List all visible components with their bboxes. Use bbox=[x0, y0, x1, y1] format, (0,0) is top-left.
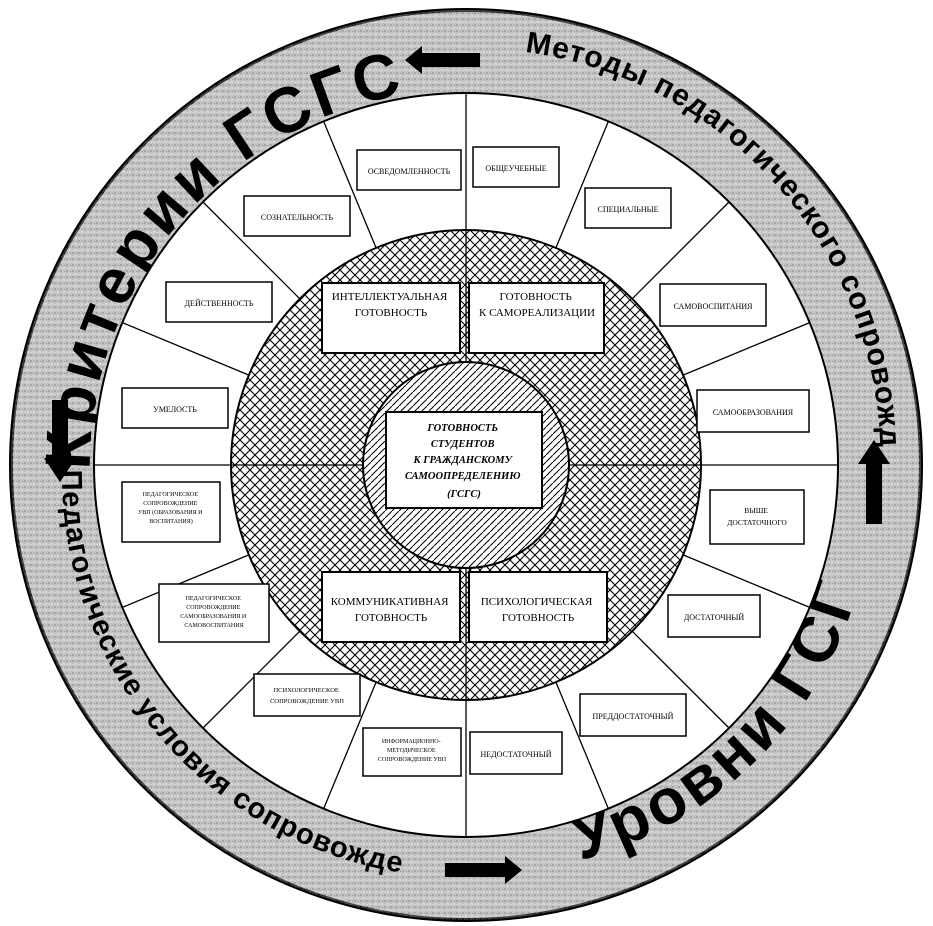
sector-divider bbox=[631, 201, 730, 300]
component-psychological: ПСИХОЛОГИЧЕСКАЯ ГОТОВНОСТЬ bbox=[468, 571, 608, 643]
center-line-5: (ГСГС) bbox=[447, 489, 481, 500]
svg-text:САМОВОСПИТАНИЯ: САМОВОСПИТАНИЯ bbox=[674, 302, 754, 311]
sector-divider bbox=[322, 681, 377, 809]
criterion-awareness: ОСВЕДОМЛЕННОСТЬ bbox=[356, 149, 462, 191]
svg-text:ОСВЕДОМЛЕННОСТЬ: ОСВЕДОМЛЕННОСТЬ bbox=[368, 167, 451, 176]
svg-text:ОБЩЕУЧЕБНЫЕ: ОБЩЕУЧЕБНЫЕ bbox=[485, 164, 546, 173]
condition-4: ИНФОРМАЦИОННО- МЕТОДИЧЕСКОЕ СОПРОВОЖДЕНИ… bbox=[362, 727, 462, 777]
criterion-skill: УМЕЛОСТЬ bbox=[121, 387, 229, 429]
condition-1: ПЕДАГОГИЧЕСКОЕ СОПРОВОЖДЕНИЕ УВП (ОБРАЗО… bbox=[121, 481, 221, 543]
sector-divider bbox=[555, 121, 610, 249]
sector-divider bbox=[202, 201, 301, 300]
svg-text:ДОСТАТОЧНЫЙ: ДОСТАТОЧНЫЙ bbox=[684, 613, 745, 622]
svg-text:ГОТОВНОСТЬ СТУДЕНТОВ: ГОТОВНОСТЬ СТУДЕНТОВ К ГРАЖДАНСКОМУ САМО… bbox=[405, 423, 523, 500]
criterion-effectiveness: ДЕЙСТВЕННОСТЬ bbox=[165, 281, 273, 323]
svg-text:ПСИХОЛОГИЧЕСКАЯ ГОТОВНОС: ПСИХОЛОГИЧЕСКАЯ ГОТОВНОСТЬ bbox=[481, 596, 595, 624]
method-self-education: САМООБРАЗОВАНИЯ bbox=[696, 389, 810, 433]
level-sufficient: ДОСТАТОЧНЫЙ bbox=[667, 594, 761, 638]
component-intellectual: ИНТЕЛЛЕКТУАЛЬНАЯ ГОТОВНОСТЬ bbox=[321, 282, 461, 354]
method-self-upbringing: САМОВОСПИТАНИЯ bbox=[659, 283, 767, 327]
sector-divider bbox=[631, 630, 730, 729]
svg-text:ИНТЕЛЛЕКТУАЛЬНАЯ ГОТОВНО: ИНТЕЛЛЕКТУАЛЬНАЯ ГОТОВНОСТЬ bbox=[332, 291, 450, 319]
sector-divider bbox=[122, 321, 250, 376]
svg-text:САМООБРАЗОВАНИЯ: САМООБРАЗОВАНИЯ bbox=[713, 408, 794, 417]
method-special: СПЕЦИАЛЬНЫЕ bbox=[584, 187, 672, 229]
svg-text:ВЫШЕ ДОСТАТОЧНОГО: ВЫШЕ ДОСТАТОЧНОГО bbox=[727, 506, 787, 527]
svg-text:УМЕЛОСТЬ: УМЕЛОСТЬ bbox=[153, 405, 197, 414]
svg-text:ПСИХОЛОГИЧЕСКОЕ СОПРОВОЖ: ПСИХОЛОГИЧЕСКОЕ СОПРОВОЖДЕНИЕ УВП bbox=[270, 687, 344, 705]
component-communicative: КОММУНИКАТИВНАЯ ГОТОВНОСТЬ bbox=[321, 571, 461, 643]
component-self-realization: ГОТОВНОСТЬ К САМОРЕАЛИЗАЦИИ bbox=[468, 282, 605, 354]
sector-divider bbox=[682, 554, 810, 609]
arrow-left-icon bbox=[405, 46, 480, 74]
condition-3: ПСИХОЛОГИЧЕСКОЕ СОПРОВОЖДЕНИЕ УВП bbox=[253, 673, 361, 717]
condition-2: ПЕДАГОГИЧЕСКОЕ СОПРОВОЖДЕНИЕ САМООБРАЗОВ… bbox=[158, 583, 270, 643]
svg-text:ДЕЙСТВЕННОСТЬ: ДЕЙСТВЕННОСТЬ bbox=[185, 299, 254, 308]
svg-text:ПЕДАГОГИЧЕСКОЕ СОПРОВОЖД: ПЕДАГОГИЧЕСКОЕ СОПРОВОЖДЕНИЕ САМООБРАЗОВ… bbox=[180, 596, 248, 629]
arrow-up-icon bbox=[858, 440, 890, 524]
sector-divider bbox=[682, 321, 810, 376]
method-general: ОБЩЕУЧЕБНЫЕ bbox=[472, 146, 560, 188]
svg-text:СПЕЦИАЛЬНЫЕ: СПЕЦИАЛЬНЫЕ bbox=[598, 205, 659, 214]
level-pre-sufficient: ПРЕДДОСТАТОЧНЫЙ bbox=[579, 693, 687, 737]
radial-dividers bbox=[122, 121, 810, 809]
svg-text:НЕДОСТАТОЧНЫЙ: НЕДОСТАТОЧНЫЙ bbox=[481, 750, 552, 759]
svg-text:ГОТОВНОСТЬ К САМОРЕАЛИЗА: ГОТОВНОСТЬ К САМОРЕАЛИЗАЦИИ bbox=[479, 291, 595, 319]
cross-lines bbox=[95, 94, 837, 836]
level-insufficient: НЕДОСТАТОЧНЫЙ bbox=[469, 731, 563, 775]
svg-text:ПЕДАГОГИЧЕСКОЕ СОПРОВОЖД: ПЕДАГОГИЧЕСКОЕ СОПРОВОЖДЕНИЕ УВП (ОБРАЗО… bbox=[138, 492, 204, 525]
sector-divider bbox=[555, 681, 610, 809]
svg-text:КОММУНИКАТИВНАЯ ГОТОВНОС: КОММУНИКАТИВНАЯ ГОТОВНОСТЬ bbox=[331, 596, 452, 624]
criterion-consciousness: СОЗНАТЕЛЬНОСТЬ bbox=[243, 195, 351, 237]
center-line-1: ГОТОВНОСТЬ bbox=[426, 423, 498, 434]
svg-text:ПРЕДДОСТАТОЧНЫЙ: ПРЕДДОСТАТОЧНЫЙ bbox=[593, 712, 674, 721]
sector-divider bbox=[322, 121, 377, 249]
sector-divider bbox=[202, 630, 301, 729]
svg-text:ИНФОРМАЦИОННО- МЕТОДИЧЕС: ИНФОРМАЦИОННО- МЕТОДИЧЕСКОЕ СОПРОВОЖДЕНИ… bbox=[378, 739, 447, 763]
center-line-2: СТУДЕНТОВ bbox=[431, 439, 495, 450]
arrow-down-icon bbox=[44, 400, 76, 482]
svg-text:СОЗНАТЕЛЬНОСТЬ: СОЗНАТЕЛЬНОСТЬ bbox=[261, 213, 334, 222]
center-line-3: К ГРАЖДАНСКОМУ bbox=[412, 455, 513, 466]
sector-divider bbox=[122, 554, 250, 609]
center-box: ГОТОВНОСТЬ СТУДЕНТОВ К ГРАЖДАНСКОМУ САМО… bbox=[385, 411, 543, 509]
center-line-4: САМООПРЕДЕЛЕНИЮ bbox=[405, 471, 521, 482]
arrow-right-icon bbox=[445, 856, 522, 884]
level-above-sufficient: ВЫШЕ ДОСТАТОЧНОГО bbox=[709, 489, 805, 545]
